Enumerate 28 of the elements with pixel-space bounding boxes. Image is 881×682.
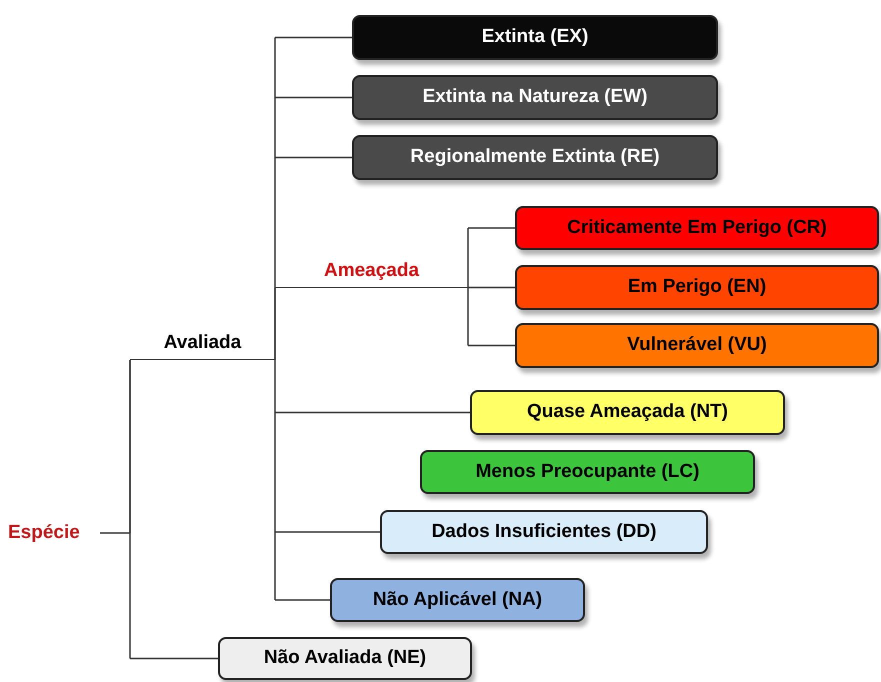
branch-label: Ameaçada	[275, 256, 468, 288]
category-box: Não Aplicável (NA)	[330, 578, 585, 622]
root-label: Espécie	[8, 518, 100, 548]
category-box: Extinta (EX)	[352, 15, 718, 60]
category-box: Quase Ameaçada (NT)	[470, 390, 785, 435]
connector-line	[468, 286, 515, 288]
connector-line	[468, 344, 515, 346]
connector-trunk	[467, 227, 469, 346]
category-box: Dados Insuficientes (DD)	[380, 510, 708, 554]
connector-line	[275, 156, 352, 158]
connector-line	[274, 288, 276, 360]
connector-trunk	[274, 36, 276, 601]
connector-line	[275, 36, 352, 38]
connector-line	[275, 599, 330, 601]
connector-line	[468, 227, 515, 229]
category-box: Vulnerável (VU)	[515, 323, 879, 368]
connector-line	[275, 412, 470, 414]
category-box: Em Perigo (EN)	[515, 265, 879, 310]
category-box: Não Avaliada (NE)	[218, 637, 472, 680]
connector-line	[275, 531, 380, 533]
connector-line	[275, 96, 352, 98]
category-box: Regionalmente Extinta (RE)	[352, 135, 718, 180]
category-box: Menos Preocupante (LC)	[420, 450, 755, 494]
category-box: Criticamente Em Perigo (CR)	[515, 206, 879, 250]
category-box: Extinta na Natureza (EW)	[352, 75, 718, 120]
connector-line	[129, 360, 131, 533]
branch-label: Avaliada	[130, 328, 275, 360]
connector-line	[130, 658, 218, 660]
